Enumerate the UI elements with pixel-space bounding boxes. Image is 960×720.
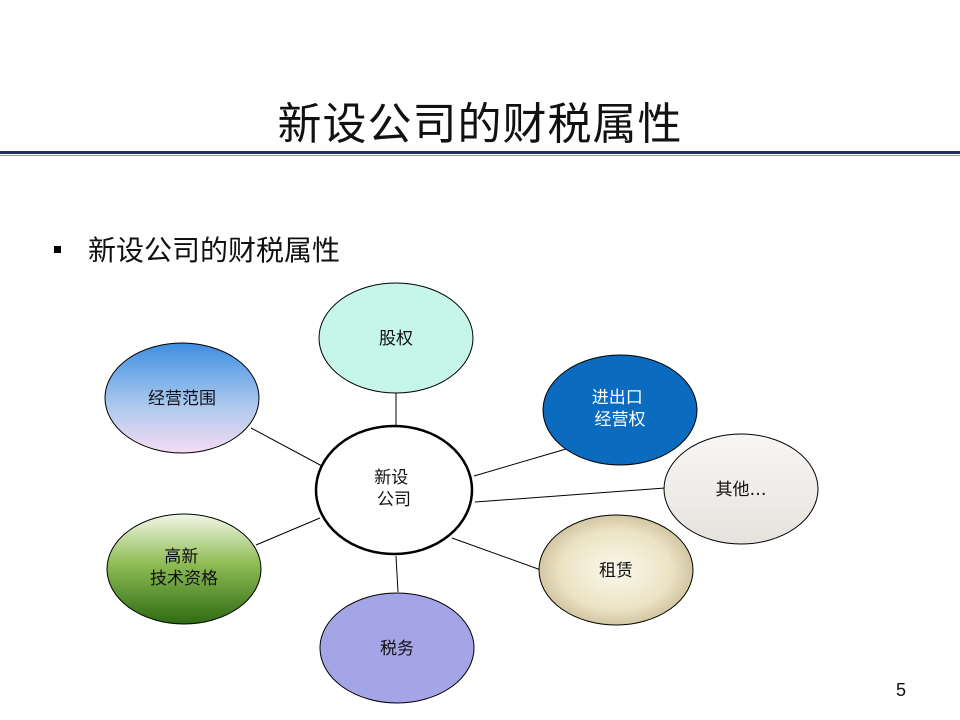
node-lease-label: 租赁 xyxy=(599,561,633,581)
slide-title: 新设公司的财税属性 xyxy=(277,99,683,150)
page-number: 5 xyxy=(896,680,907,700)
connector-tax xyxy=(395,555,399,593)
connector-import xyxy=(473,448,567,477)
node-other: 其他… xyxy=(663,433,819,545)
node-scope: 经营范围 xyxy=(104,342,260,454)
node-import-label: 进出口 经营权 xyxy=(592,388,648,430)
bullet-square-icon xyxy=(54,246,61,253)
connector-lease xyxy=(451,537,542,571)
node-hitech: 高新 技术资格 xyxy=(106,513,262,625)
title-divider xyxy=(0,151,960,154)
bullet-text: 新设公司的财税属性 xyxy=(88,234,341,267)
title-divider-thin xyxy=(0,155,960,156)
node-scope-label: 经营范围 xyxy=(148,389,216,409)
connector-other xyxy=(474,487,666,503)
node-tax: 税务 xyxy=(319,592,475,704)
node-equity-label: 股权 xyxy=(379,329,413,349)
node-import: 进出口 经营权 xyxy=(542,354,698,466)
node-other-label: 其他… xyxy=(716,480,767,500)
node-hitech-label: 高新 技术资格 xyxy=(150,547,218,589)
node-tax-label: 税务 xyxy=(380,639,414,659)
node-center: 新设 公司 xyxy=(314,424,474,556)
node-center-label: 新设 公司 xyxy=(374,468,413,510)
connector-scope xyxy=(250,427,323,467)
node-lease: 租赁 xyxy=(538,514,694,626)
connector-hitech xyxy=(255,517,321,546)
node-equity: 股权 xyxy=(318,282,474,394)
